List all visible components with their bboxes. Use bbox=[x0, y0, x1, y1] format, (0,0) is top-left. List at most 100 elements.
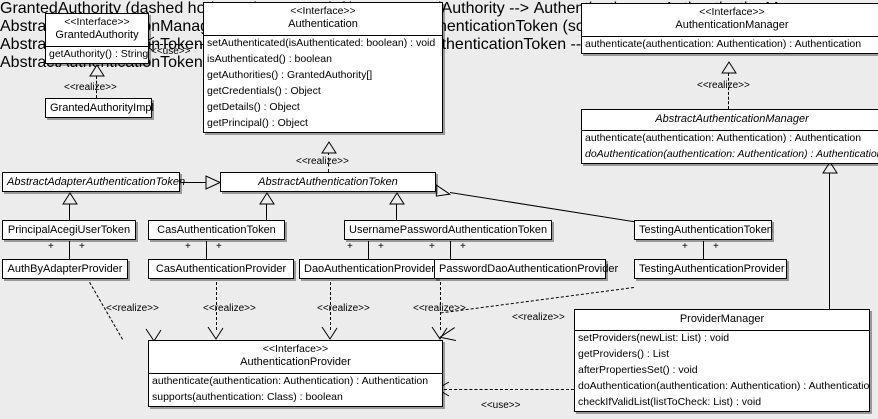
class-box-abstract-authentication-manager[interactable]: AbstractAuthenticationManager authentica… bbox=[581, 109, 878, 164]
label-realize-cas: <<realize>> bbox=[203, 303, 256, 314]
operation-row: getPrincipal() : Object bbox=[207, 116, 308, 129]
class-box-cas-authentication-token[interactable]: CasAuthenticationToken bbox=[148, 220, 285, 240]
generalization-link-usernamepasswordtoken bbox=[396, 204, 397, 220]
label-realize-grantedauthorityimpl: <<realize>> bbox=[64, 82, 117, 93]
hollow-triangle-abstractauthenticationmanager bbox=[822, 161, 838, 174]
association-end-multiplicity: + bbox=[79, 241, 85, 252]
hollow-triangle-grantedauthority bbox=[89, 64, 105, 77]
hollow-triangle-abstractauthtoken-upat bbox=[389, 192, 405, 205]
operation-row: authenticate(authentication: Authenticat… bbox=[152, 374, 429, 387]
class-box-cas-authentication-provider[interactable]: CasAuthenticationProvider bbox=[148, 259, 294, 279]
use-link-providermanager-authenticationprovider bbox=[444, 389, 574, 390]
hollow-triangle-authentication bbox=[321, 141, 337, 154]
association-link-upat-passworddaoprovider bbox=[450, 241, 451, 259]
class-box-granted-authority[interactable]: <<Interface>> GrantedAuthority getAuthor… bbox=[45, 13, 149, 64]
class-box-granted-authority-impl[interactable]: GrantedAuthorityImpl bbox=[45, 98, 154, 118]
class-box-abstract-adapter-authentication-token[interactable]: AbstractAdapterAuthenticationToken bbox=[2, 172, 186, 192]
hollow-triangle-authenticationmanager bbox=[721, 61, 737, 74]
class-name: PrincipalAcegiUserToken bbox=[7, 224, 131, 236]
operation-row: getCredentials() : Object bbox=[207, 84, 321, 97]
stereotype-label: <<Interface>> bbox=[699, 6, 765, 18]
operation-row: setAuthenticated(isAuthenticated: boolea… bbox=[207, 36, 436, 49]
class-name: AuthByAdapterProvider bbox=[7, 263, 123, 275]
class-name: DaoAuthenticationProvider bbox=[304, 263, 435, 275]
class-name: GrantedAuthority bbox=[55, 29, 139, 42]
class-name: Authentication bbox=[288, 18, 358, 31]
label-realize-authbyadapter: <<realize>> bbox=[106, 303, 159, 314]
association-end-multiplicity: + bbox=[682, 241, 688, 252]
class-box-testing-authentication-provider[interactable]: TestingAuthenticationProvider bbox=[634, 259, 787, 279]
class-name: AbstractAdapterAuthenticationToken bbox=[7, 176, 186, 188]
class-name: ProviderManager bbox=[679, 313, 765, 325]
label-realize-abstractauthenticationtoken: <<realize>> bbox=[296, 156, 349, 167]
association-link-upat-daoprovider bbox=[368, 241, 369, 259]
class-name: GrantedAuthorityImpl bbox=[50, 102, 154, 114]
operation-row: supports(authentication: Class) : boolea… bbox=[152, 390, 343, 403]
association-end-multiplicity: + bbox=[48, 241, 54, 252]
class-box-authentication-provider[interactable]: <<Interface>> AuthenticationProvider aut… bbox=[148, 340, 443, 407]
label-use-authentication-grantedauthority: <<use>> bbox=[151, 46, 191, 57]
class-box-dao-authentication-provider[interactable]: DaoAuthenticationProvider bbox=[299, 259, 438, 279]
open-arrowhead-authprovider-2 bbox=[207, 326, 225, 342]
realize-link-daoauthenticationprovider bbox=[330, 282, 331, 330]
generalization-link-testingtoken bbox=[449, 192, 638, 223]
class-name: CasAuthenticationProvider bbox=[155, 263, 287, 275]
use-link-authentication-grantedauthority bbox=[150, 44, 203, 45]
stereotype-label: <<Interface>> bbox=[64, 16, 130, 28]
association-end-multiplicity: + bbox=[185, 241, 191, 252]
operation-row: checkIfValidList(listToCheck: List) : vo… bbox=[578, 395, 762, 408]
class-box-username-password-authentication-token[interactable]: UsernamePasswordAuthenticationToken bbox=[344, 220, 552, 240]
class-name: PasswordDaoAuthenticationProvider bbox=[439, 263, 619, 275]
association-link-testingtoken-testingprovider bbox=[703, 241, 704, 259]
hollow-triangle-abstractauthtoken-cas bbox=[259, 192, 275, 205]
operation-row: getProviders() : List bbox=[578, 347, 670, 360]
class-box-abstract-authentication-token[interactable]: AbstractAuthenticationToken bbox=[220, 172, 436, 192]
association-end-multiplicity: + bbox=[713, 241, 719, 252]
realize-link-casauthenticationprovider bbox=[216, 282, 217, 330]
association-end-multiplicity: + bbox=[347, 241, 353, 252]
hollow-triangle-abstractadapter bbox=[62, 192, 78, 205]
operation-row: getAuthority() : String bbox=[49, 47, 148, 60]
class-box-testing-authentication-token[interactable]: TestingAuthenticationToken bbox=[634, 220, 773, 240]
open-arrowhead-authprovider-3 bbox=[321, 326, 339, 342]
class-name: TestingAuthenticationToken bbox=[639, 224, 773, 236]
association-end-multiplicity: + bbox=[429, 241, 435, 252]
hollow-triangle-right-abstractauthenticationtoken bbox=[205, 175, 222, 195]
realize-link-abstractauthenticationtoken bbox=[328, 152, 329, 172]
association-link-principaltoken-authbyadapter bbox=[69, 241, 70, 259]
label-realize-passworddao: <<realize>> bbox=[413, 303, 466, 314]
class-name: TestingAuthenticationProvider bbox=[639, 263, 785, 275]
operation-row: isAuthenticated() : boolean bbox=[207, 52, 332, 65]
operation-row: getAuthorities() : GrantedAuthority[] bbox=[207, 68, 373, 81]
label-realize-authenticationmanager: <<realize>> bbox=[697, 80, 750, 91]
class-box-auth-by-adapter-provider[interactable]: AuthByAdapterProvider bbox=[2, 259, 128, 279]
realize-link-abstractauthenticationmanager bbox=[728, 73, 729, 109]
class-name: CasAuthenticationToken bbox=[157, 224, 276, 236]
stereotype-label: <<Interface>> bbox=[290, 5, 356, 17]
class-name: AbstractAuthenticationToken bbox=[258, 176, 398, 188]
operation-row: authenticate(authentication: Authenticat… bbox=[585, 131, 862, 144]
hollow-triangle-testingtoken bbox=[432, 181, 452, 204]
class-box-principal-acegi-user-token[interactable]: PrincipalAcegiUserToken bbox=[2, 220, 136, 240]
stereotype-label: <<Interface>> bbox=[262, 343, 329, 355]
generalization-link-casauthenticationtoken bbox=[266, 204, 267, 220]
operation-row: afterPropertiesSet() : void bbox=[578, 363, 698, 376]
class-box-authentication-manager[interactable]: <<Interface>> AuthenticationManager auth… bbox=[581, 3, 878, 54]
label-realize-dao: <<realize>> bbox=[317, 303, 370, 314]
class-box-authentication[interactable]: <<Interface>> Authentication setAuthenti… bbox=[203, 2, 443, 133]
generalization-link-principalacegiusertoken bbox=[69, 204, 70, 220]
association-end-multiplicity: + bbox=[378, 241, 384, 252]
class-name: UsernamePasswordAuthenticationToken bbox=[349, 224, 548, 236]
class-box-provider-manager[interactable]: ProviderManager setProviders(newList: Li… bbox=[574, 309, 870, 412]
association-end-multiplicity: + bbox=[216, 241, 222, 252]
operation-row: setProviders(newList: List) : void bbox=[578, 331, 730, 344]
class-box-password-dao-authentication-provider[interactable]: PasswordDaoAuthenticationProvider bbox=[434, 259, 619, 279]
operation-row: doAuthentication(authentication: Authent… bbox=[585, 147, 878, 160]
association-end-multiplicity: + bbox=[460, 241, 466, 252]
generalization-link-providermanager bbox=[829, 173, 830, 309]
class-name: AbstractAuthenticationManager bbox=[655, 113, 809, 125]
operation-row: getDetails() : Object bbox=[207, 100, 300, 113]
operation-row: doAuthentication(authentication: Authent… bbox=[578, 379, 869, 392]
open-arrowhead-authprovider-5 bbox=[436, 326, 458, 345]
label-use-providermanager: <<use>> bbox=[481, 400, 521, 411]
